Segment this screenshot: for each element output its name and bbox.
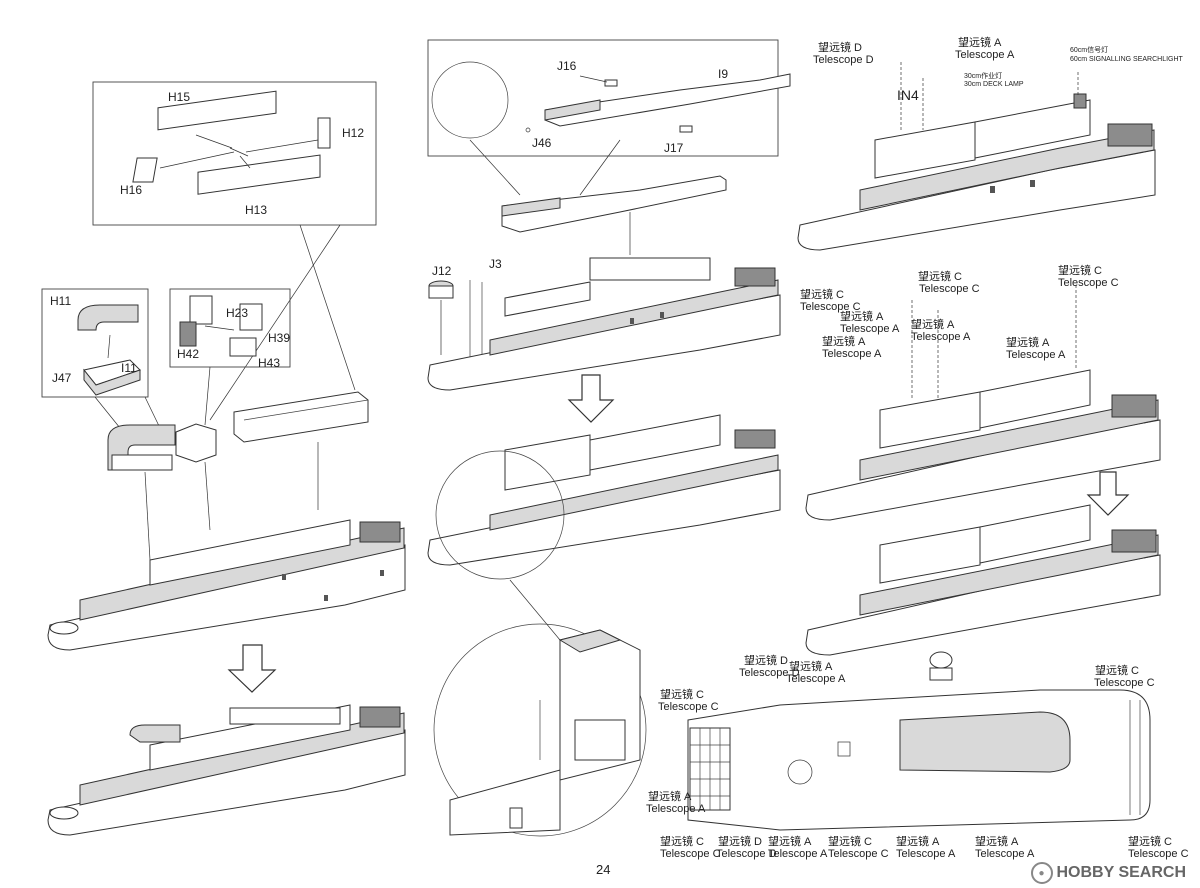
- deck-bot-d-cn: 望远镜 D: [718, 834, 762, 848]
- part-label-i11: I11: [121, 361, 137, 375]
- deck-bot-a-en-3: Telescope A: [975, 848, 1035, 860]
- ship-stage1-before: [47, 519, 406, 651]
- deck-bot-c-en-3: Telescope C: [1128, 848, 1189, 860]
- deck-tel-c-en-left: Telescope C: [658, 701, 719, 713]
- hobby-search-logo-icon: ●: [1030, 862, 1053, 884]
- telescope-labels-step3: 望远镜 D Telescope D 望远镜 A Telescope A 30cm…: [813, 35, 1184, 103]
- part-label-j46: J46: [532, 136, 552, 150]
- ship-stage4-before: [805, 285, 1161, 521]
- tel-a-cn-3: 望远镜 A: [822, 334, 866, 348]
- deck-bot-c-cn-1: 望远镜 C: [660, 834, 704, 848]
- part-label-h39: H39: [268, 331, 290, 345]
- part-label-j12: J12: [432, 264, 452, 278]
- part-label-h42: H42: [177, 347, 199, 361]
- ship-stage2-before: [427, 257, 781, 391]
- watermark-text: HOBBY SEARCH: [1056, 864, 1187, 881]
- part-label-h12: H12: [342, 126, 364, 140]
- part-label-h16: H16: [120, 183, 142, 197]
- long-box-subassembly: [233, 391, 369, 443]
- deck-plan: [687, 651, 1151, 831]
- deck-bot-a-cn-2: 望远镜 A: [896, 834, 940, 848]
- deck-tel-a-en-top: Telescope A: [786, 673, 846, 685]
- deck-tel-a-cn-top: 望远镜 A: [789, 659, 833, 673]
- ship-stage2-after: [427, 414, 781, 566]
- deck-bot-a-cn-1: 望远镜 A: [768, 834, 812, 848]
- box-h-parts: H15 H12 H16 H13: [92, 81, 377, 226]
- telescope-d-cn: 望远镜 D: [818, 40, 862, 54]
- part-label-j47: J47: [52, 371, 72, 385]
- callout-line: [299, 224, 356, 391]
- tel-c-en-1: Telescope C: [919, 283, 980, 295]
- box-h-mid: H23 H39 H42 H43: [169, 288, 291, 370]
- box-j-detail: J16 I9 J46 J17: [427, 39, 791, 157]
- deck-tel-a-cn-left: 望远镜 A: [648, 789, 692, 803]
- tel-a-cn-1: 望远镜 A: [840, 309, 884, 323]
- telescope-a-en: Telescope A: [955, 49, 1015, 61]
- tel-c-cn-3: 望远镜 C: [1058, 263, 1102, 277]
- arrow-down-3: [1086, 471, 1130, 516]
- deck-bot-c-cn-3: 望远镜 C: [1128, 834, 1172, 848]
- part-label-h15: H15: [168, 90, 190, 104]
- ship-stage1-after: [47, 704, 406, 836]
- watermark: ● HOBBY SEARCH: [1030, 862, 1187, 884]
- deck-bot-c-en-2: Telescope C: [828, 848, 889, 860]
- deck-lamp-cn: 30cm作业灯: [964, 71, 1002, 80]
- zoom-source-circle: [435, 450, 565, 580]
- box-h-small: H11 I11 J47: [41, 288, 149, 398]
- zoom-detail: [449, 629, 641, 836]
- deck-bot-c-en-1: Telescope C: [660, 848, 721, 860]
- telescope-a-cn: 望远镜 A: [958, 35, 1002, 49]
- part-label-j17: J17: [664, 141, 684, 155]
- deck-bot-a-cn-3: 望远镜 A: [975, 834, 1019, 848]
- deck-bot-a-en-2: Telescope A: [896, 848, 956, 860]
- tel-a-cn-2: 望远镜 A: [911, 317, 955, 331]
- ship-stage3: [797, 62, 1156, 251]
- deck-tel-c-cn-right: 望远镜 C: [1095, 663, 1139, 677]
- tel-c-en-2: Telescope C: [800, 301, 861, 313]
- deck-tel-d-en-top: Telescope D: [739, 667, 800, 679]
- deck-tel-d-cn-top: 望远镜 D: [744, 653, 788, 667]
- tel-c-en-3: Telescope C: [1058, 277, 1119, 289]
- page-number: 24: [596, 862, 611, 877]
- deck-tel-a-en-left: Telescope A: [646, 803, 706, 815]
- telescope-labels-deck: 望远镜 D Telescope D 望远镜 A Telescope A 望远镜 …: [646, 653, 1189, 860]
- deck-bot-d-en: Telescope D: [716, 848, 777, 860]
- deck-tel-c-cn-left: 望远镜 C: [660, 687, 704, 701]
- deck-bot-c-cn-2: 望远镜 C: [828, 834, 872, 848]
- arrow-down-1: [227, 644, 277, 693]
- tel-a-en-2: Telescope A: [911, 331, 971, 343]
- deck-bot-a-en-1: Telescope A: [768, 848, 828, 860]
- searchlight-cn: 60cm信号灯: [1070, 45, 1108, 54]
- telescope-d-en: Telescope D: [813, 54, 874, 66]
- tel-a-en-3: Telescope A: [822, 348, 882, 360]
- telescope-labels-step4: 望远镜 C Telescope C 望远镜 C Telescope C 望远镜 …: [800, 263, 1119, 361]
- part-label-j16: J16: [557, 59, 577, 73]
- superstructure-part: [501, 175, 727, 233]
- deck-tel-c-en-right: Telescope C: [1094, 677, 1155, 689]
- arrow-down-2: [567, 374, 615, 423]
- in4-label: IN4: [897, 87, 919, 103]
- part-label-j3: J3: [489, 257, 502, 271]
- zoom-detail-circle: [433, 623, 647, 837]
- tel-c-cn-1: 望远镜 C: [918, 269, 962, 283]
- tel-c-cn-2: 望远镜 C: [800, 287, 844, 301]
- part-label-i9: I9: [718, 67, 728, 81]
- searchlight-en: 60cm SIGNALLING SEARCHLIGHT: [1070, 56, 1184, 63]
- deck-lamp-en: 30cm DECK LAMP: [964, 81, 1024, 88]
- part-label-h43: H43: [258, 356, 280, 370]
- box-subassembly: [175, 423, 217, 463]
- ship-stage4-after: [805, 504, 1161, 656]
- tel-a-en-1: Telescope A: [840, 323, 900, 335]
- part-label-h23: H23: [226, 306, 248, 320]
- part-label-h11: H11: [50, 294, 71, 308]
- tel-a-en-4: Telescope A: [1006, 349, 1066, 361]
- tel-a-cn-4: 望远镜 A: [1006, 335, 1050, 349]
- part-label-h13: H13: [245, 203, 267, 217]
- callout-line: [209, 224, 341, 421]
